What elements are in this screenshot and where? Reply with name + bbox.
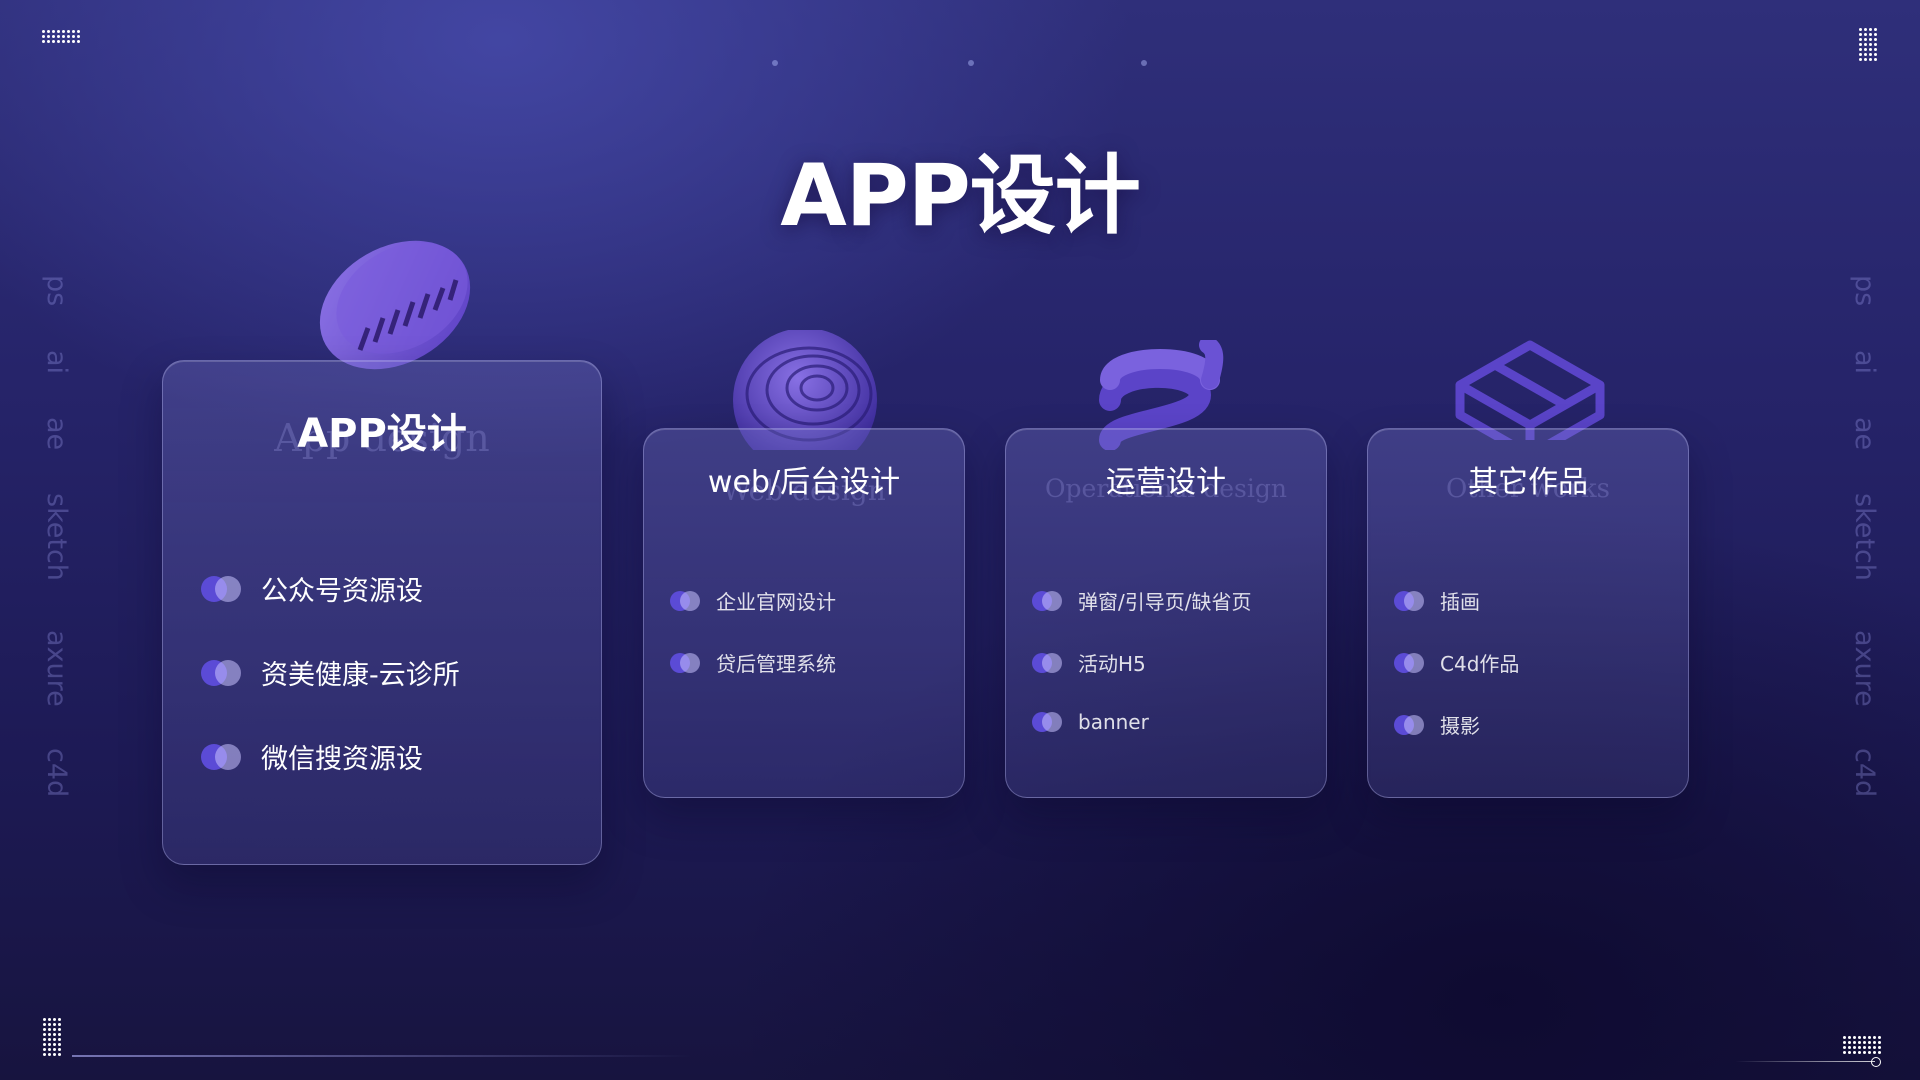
list-item-label: 企业官网设计: [716, 590, 836, 614]
bottom-right-line: [1735, 1061, 1875, 1062]
side-tools-left: ps ai ae sketch axure c4d: [40, 275, 80, 815]
top-left-dots-icon: [42, 30, 80, 43]
toggle-dot-icon: [1394, 590, 1424, 611]
list-item-label: 弹窗/引导页/缺省页: [1078, 590, 1252, 614]
list-item[interactable]: 贷后管理系统: [670, 648, 836, 677]
card-subtitle: App design: [274, 416, 490, 460]
list-item[interactable]: 公众号资源设: [201, 569, 423, 608]
side-tool-label: axure: [41, 630, 72, 707]
purple-disc-3d-icon: [319, 240, 471, 370]
top-right-dots-icon: [1859, 28, 1877, 61]
toggle-dot-icon: [201, 743, 241, 770]
list-item-label: C4d作品: [1440, 652, 1520, 676]
toggle-dot-icon: [1394, 652, 1424, 673]
list-item[interactable]: 企业官网设计: [670, 586, 836, 615]
toggle-dot-icon: [201, 575, 241, 602]
card-title: APP设计: [297, 411, 467, 457]
list-item-label: 微信搜资源设: [261, 744, 423, 775]
list-item-label: 摄影: [1440, 714, 1480, 738]
card-title: 其它作品: [1468, 465, 1588, 500]
card-operational-design[interactable]: Operational design 运营设计 弹窗/引导页/缺省页 活动H5 …: [1005, 428, 1327, 798]
bottom-divider-line: [72, 1055, 692, 1057]
toggle-dot-icon: [1032, 652, 1062, 673]
list-item[interactable]: 微信搜资源设: [201, 737, 423, 776]
list-item[interactable]: 摄影: [1394, 710, 1480, 739]
side-tool-label: axure: [1849, 630, 1880, 707]
toggle-dot-icon: [1032, 590, 1062, 611]
list-item[interactable]: 弹窗/引导页/缺省页: [1032, 586, 1251, 615]
card-subtitle: Other works: [1445, 474, 1611, 504]
side-tool-label: ai: [41, 350, 72, 375]
side-tool-label: ai: [1849, 350, 1880, 375]
bottom-left-dots-icon: [43, 1018, 61, 1056]
card-subtitle: Web design: [722, 474, 886, 507]
list-item-label: 活动H5: [1078, 652, 1146, 676]
side-tool-label: ae: [1849, 417, 1880, 451]
toggle-dot-icon: [670, 652, 700, 673]
card-subtitle: Operational design: [1045, 474, 1287, 503]
side-tool-label: c4d: [1849, 748, 1880, 798]
toggle-dot-icon: [1394, 714, 1424, 735]
toggle-dot-icon: [670, 590, 700, 611]
bottom-right-dots-icon: [1843, 1036, 1881, 1054]
list-item[interactable]: 资美健康-云诊所: [201, 653, 460, 692]
side-tool-label: sketch: [41, 493, 72, 581]
list-item[interactable]: C4d作品: [1394, 648, 1519, 677]
card-title: 运营设计: [1106, 465, 1226, 500]
side-tool-label: c4d: [41, 748, 72, 798]
side-tool-label: sketch: [1849, 493, 1880, 581]
card-app-design[interactable]: App design APP设计 公众号资源设 资美健康-云诊所 微信搜资源设: [162, 360, 602, 865]
list-item-label: 贷后管理系统: [716, 652, 836, 676]
side-tools-right: ps ai ae sketch axure c4d: [1848, 275, 1888, 815]
purple-spring-3d-icon: [1099, 340, 1224, 450]
top-dot-icon: [772, 60, 778, 66]
purple-sphere-3d-icon: [733, 330, 877, 450]
list-item[interactable]: banner: [1032, 710, 1149, 734]
top-dot-icon: [1141, 60, 1147, 66]
list-item-label: 资美健康-云诊所: [261, 660, 460, 691]
card-other-works[interactable]: Other works 其它作品 插画 C4d作品 摄影: [1367, 428, 1689, 798]
purple-cube-3d-icon: [1455, 340, 1605, 440]
list-item-label: banner: [1078, 710, 1149, 734]
page-title: APP设计: [780, 146, 1141, 246]
side-tool-label: ps: [41, 275, 72, 307]
bottom-right-circle-icon: [1871, 1057, 1881, 1067]
card-title: web/后台设计: [707, 465, 901, 500]
toggle-dot-icon: [1032, 712, 1062, 732]
list-item-label: 插画: [1440, 590, 1480, 614]
side-tool-label: ae: [41, 417, 72, 451]
card-web-design[interactable]: Web design web/后台设计 企业官网设计 贷后管理系统: [643, 428, 965, 798]
list-item[interactable]: 插画: [1394, 586, 1480, 615]
list-item-label: 公众号资源设: [261, 576, 423, 607]
top-dot-icon: [968, 60, 974, 66]
list-item[interactable]: 活动H5: [1032, 648, 1146, 677]
side-tool-label: ps: [1849, 275, 1880, 307]
toggle-dot-icon: [201, 659, 241, 686]
